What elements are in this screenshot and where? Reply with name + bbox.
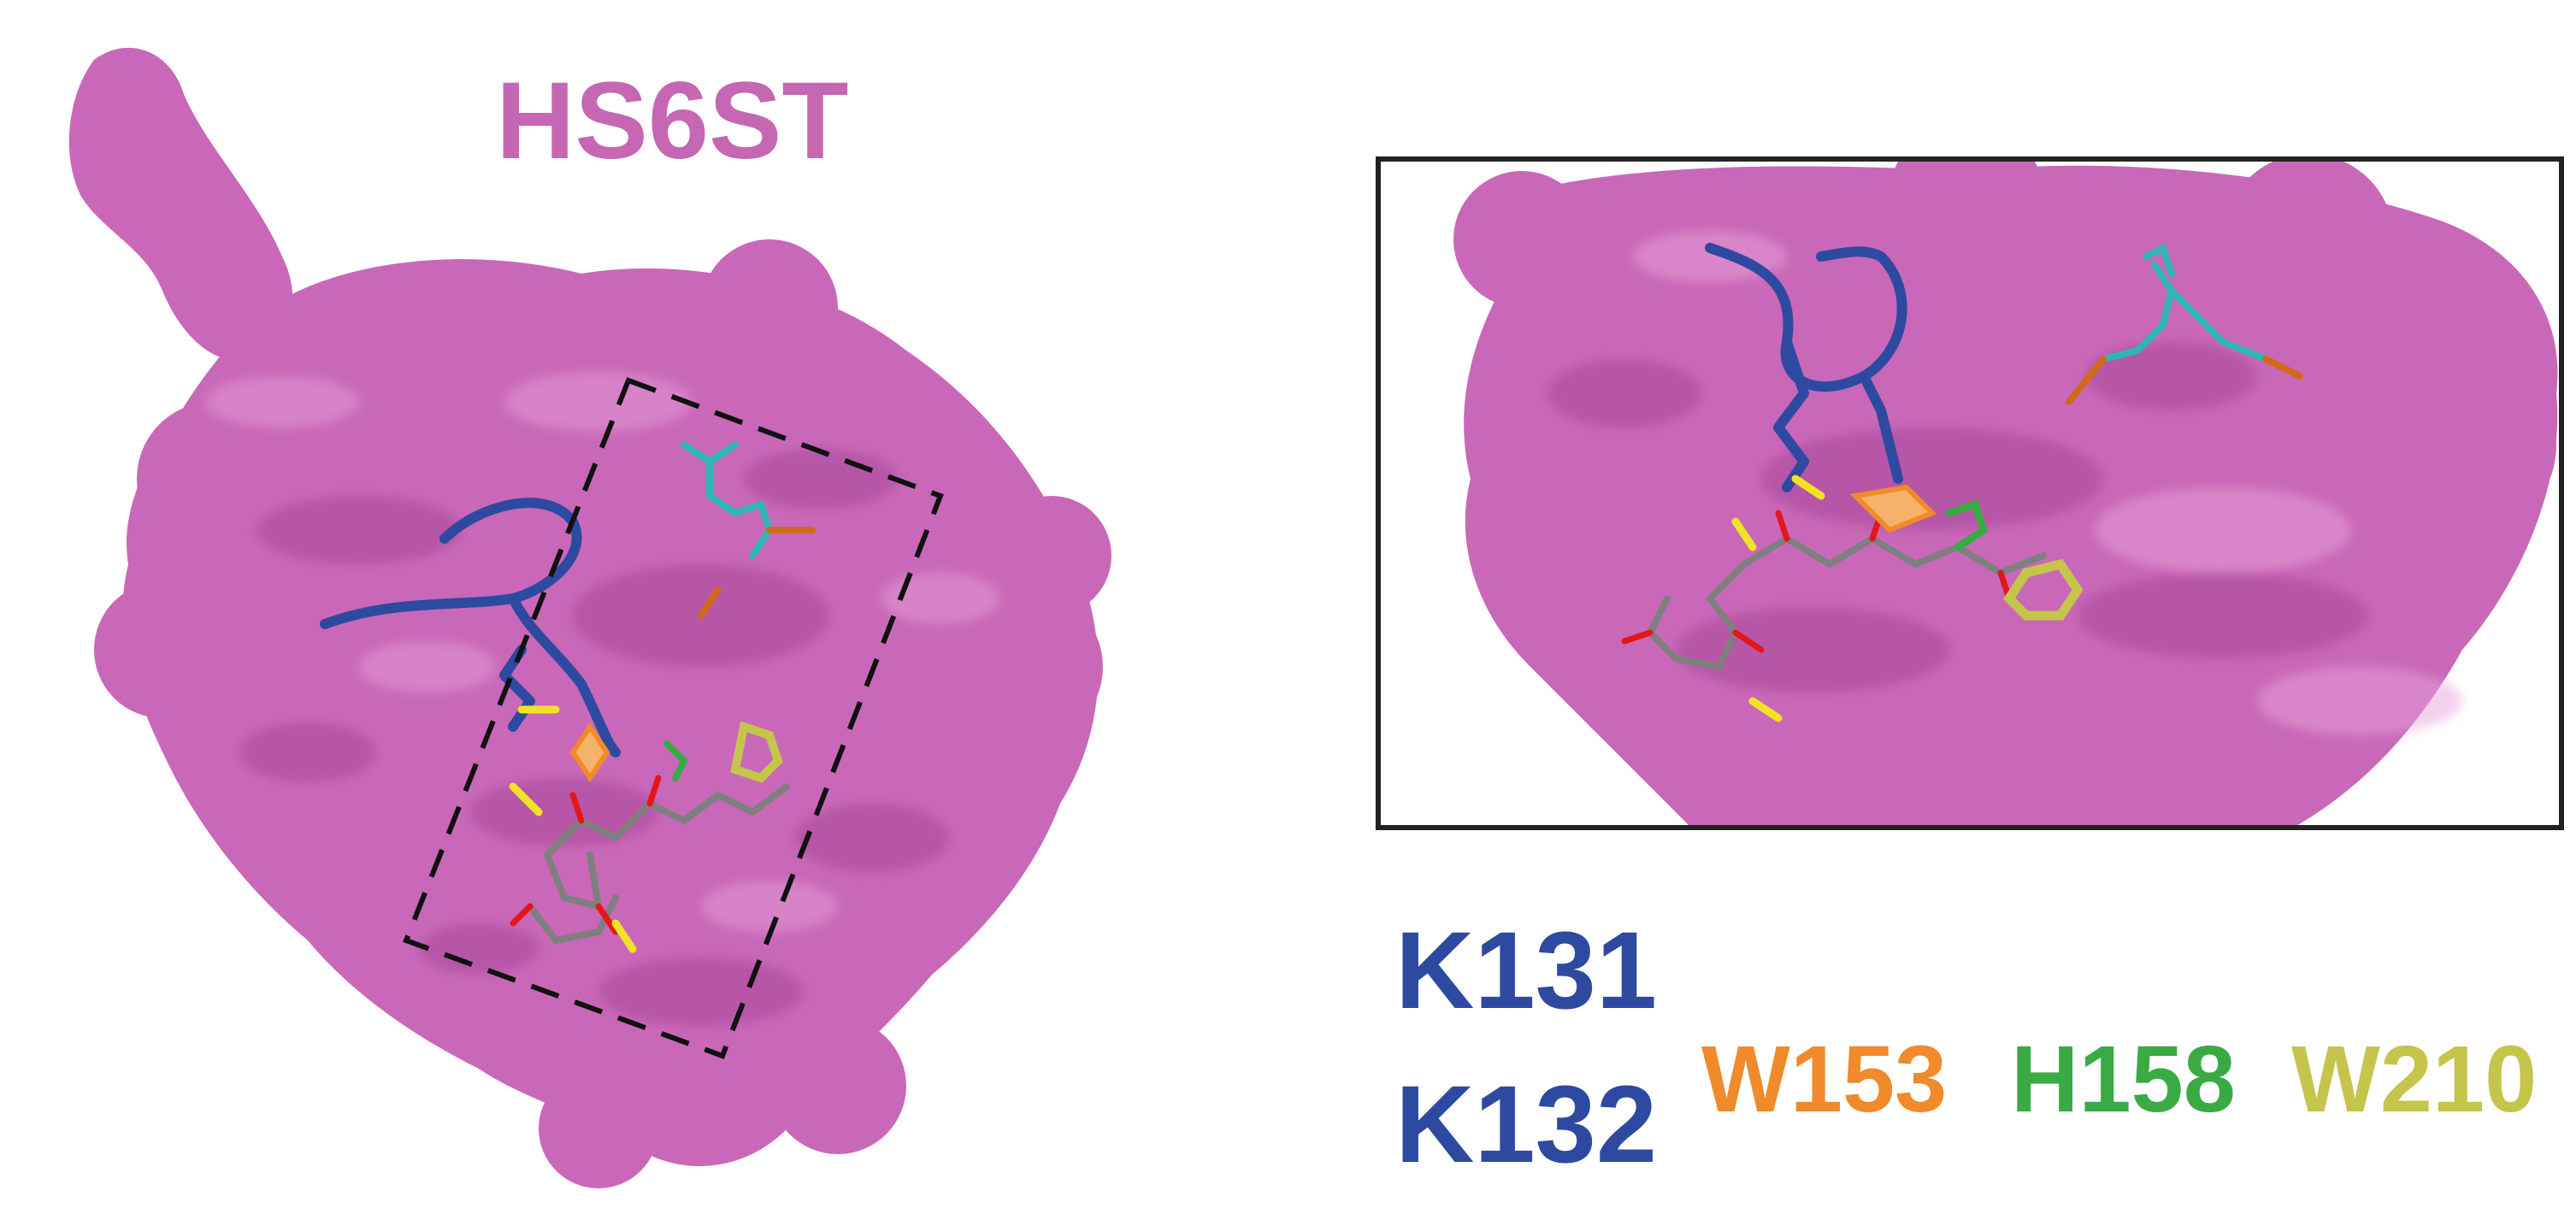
protein-title: HS6ST bbox=[496, 60, 849, 182]
inset-frame bbox=[1376, 156, 2564, 830]
lysine-loop-left bbox=[320, 498, 621, 757]
protein-surface-full bbox=[68, 47, 1111, 1188]
residue-label-k131: K131 bbox=[1395, 910, 1657, 1032]
residue-label-h158: H158 bbox=[2011, 1027, 2236, 1132]
lysine-loop-inset bbox=[1705, 243, 1907, 492]
residue-label-k132: K132 bbox=[1395, 1064, 1657, 1186]
ligand-left bbox=[509, 441, 816, 953]
inset-panel bbox=[1376, 156, 2564, 830]
selection-box-dashed bbox=[403, 377, 944, 1059]
residue-label-w210: W210 bbox=[2291, 1027, 2538, 1132]
surface-arm bbox=[68, 47, 293, 361]
residue-label-w153: W153 bbox=[1701, 1027, 1948, 1132]
